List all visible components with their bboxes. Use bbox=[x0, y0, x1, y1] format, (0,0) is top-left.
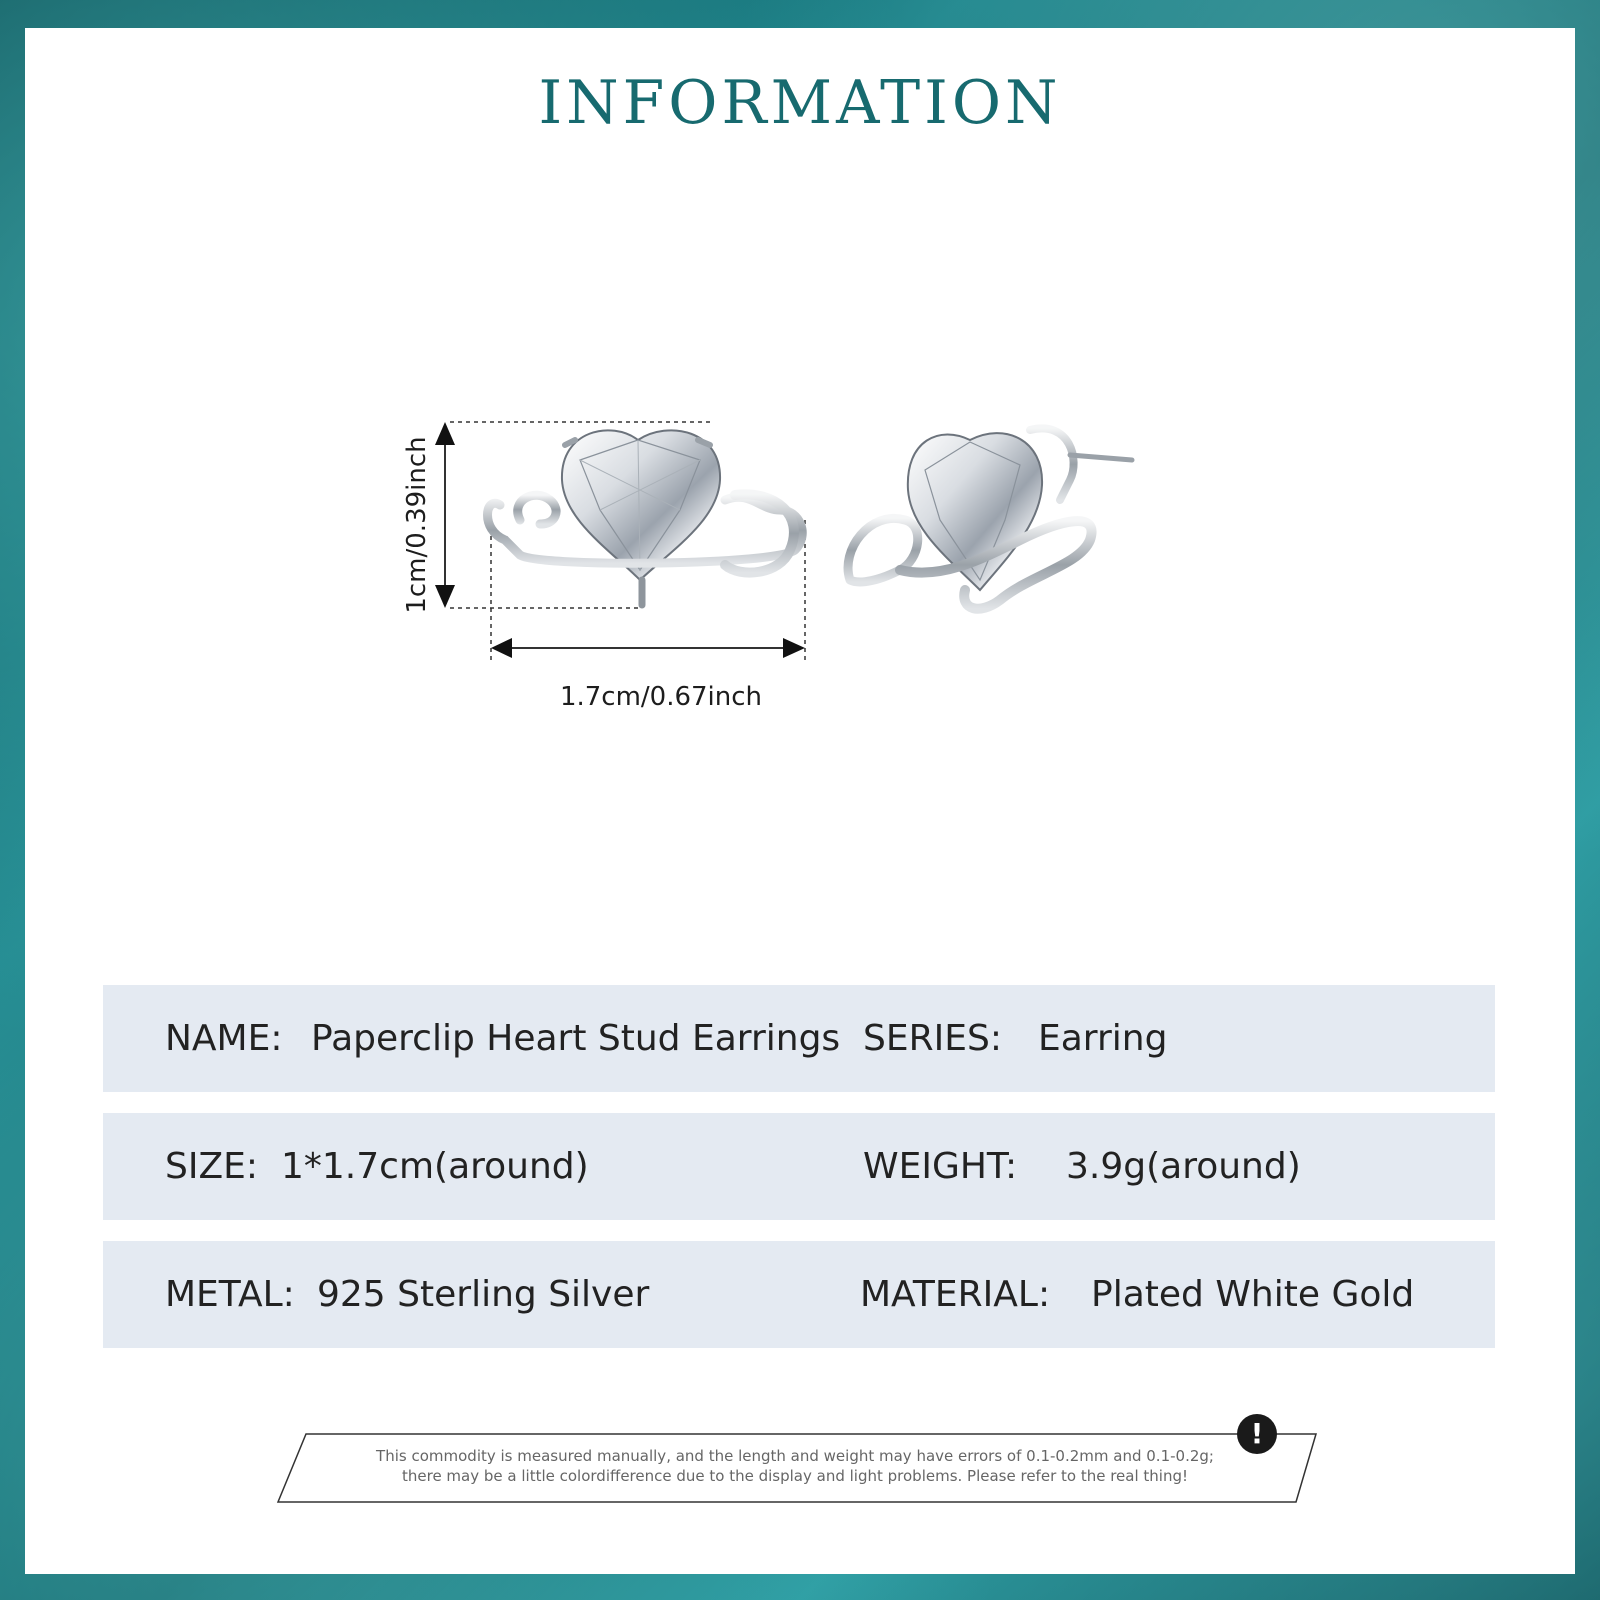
right-earring bbox=[843, 424, 1135, 614]
page-title: INFORMATION bbox=[538, 68, 1062, 138]
dimension-guides bbox=[444, 421, 806, 662]
left-earring bbox=[483, 429, 807, 609]
name-label: NAME: bbox=[165, 1018, 283, 1059]
spec-row-metal-material: METAL: 925 Sterling Silver MATERIAL: Pla… bbox=[103, 1241, 1495, 1348]
weight-value: 3.9g(around) bbox=[1066, 1146, 1301, 1187]
size-value: 1*1.7cm(around) bbox=[281, 1146, 589, 1187]
material-value: Plated White Gold bbox=[1091, 1274, 1415, 1315]
exclamation-icon: ! bbox=[1237, 1414, 1277, 1454]
disclaimer-line-1: This commodity is measured manually, and… bbox=[376, 1447, 1214, 1465]
size-label: SIZE: bbox=[165, 1146, 259, 1187]
metal-value: 925 Sterling Silver bbox=[317, 1274, 650, 1315]
width-dimension-label: 1.7cm/0.67inch bbox=[559, 682, 763, 712]
metal-label: METAL: bbox=[165, 1274, 295, 1315]
notice-box bbox=[276, 1433, 1318, 1503]
disclaimer-line-2: there may be a little colordifference du… bbox=[401, 1467, 1189, 1485]
disclaimer-text: This commodity is measured manually, and… bbox=[330, 1446, 1260, 1486]
spec-row-size-weight: SIZE: 1*1.7cm(around) WEIGHT: 3.9g(aroun… bbox=[103, 1113, 1495, 1220]
weight-label: WEIGHT: bbox=[863, 1146, 1018, 1187]
name-value: Paperclip Heart Stud Earrings bbox=[311, 1018, 841, 1059]
series-label: SERIES: bbox=[863, 1018, 1002, 1059]
series-value: Earring bbox=[1038, 1018, 1168, 1059]
spec-row-name-series: NAME: Paperclip Heart Stud Earrings SERI… bbox=[103, 985, 1495, 1092]
material-label: MATERIAL: bbox=[860, 1274, 1051, 1315]
dimension-arrowheads bbox=[435, 422, 805, 658]
height-dimension-label: 1cm/0.39inch bbox=[402, 436, 432, 614]
product-illustration bbox=[435, 421, 1135, 662]
